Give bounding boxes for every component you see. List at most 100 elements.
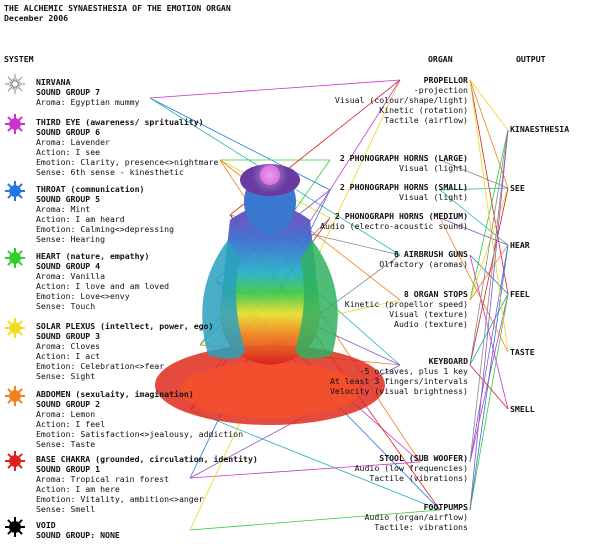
organ-output-link (439, 187, 509, 191)
system-detail: Sense: Smell (36, 504, 96, 514)
meditating-figure-image (155, 150, 385, 425)
system-detail: Sense: Sight (36, 371, 96, 381)
organ-entry: 2 PHONOGRAPH HORNS (MEDIUM)Audio (electr… (320, 211, 468, 231)
organ-output-link (469, 364, 509, 410)
output-label: KINAESTHESIA (510, 124, 570, 134)
system-entry: BASE CHAKRA (grounded, circulation, iden… (36, 454, 258, 514)
organ-output-link (469, 244, 509, 511)
system-detail: Sense: Touch (36, 301, 96, 311)
output-label: HEAR (510, 240, 530, 250)
sound-group: SOUND GROUP 6 (36, 127, 101, 137)
sound-group: SOUND GROUP 3 (36, 331, 101, 341)
organ-output-link (469, 244, 509, 463)
organ-detail: Tactile: vibrations (374, 522, 468, 532)
system-detail: Emotion: Clarity, presence<>nightmare (36, 157, 219, 167)
system-detail: Emotion: Love<>envy (36, 291, 130, 301)
system-organ-link (149, 79, 401, 99)
system-detail: Action: I am here (36, 484, 120, 494)
system-entry: ABDOMEN (sexulaity, imagination)SOUND GR… (36, 389, 243, 449)
organ-detail: Visual (colour/shape/light) (334, 95, 468, 105)
organ-detail: At least 3 fingers/intervals (329, 376, 468, 386)
chakra-star-icon (5, 181, 25, 201)
organ-name: STOOL (SUB WOOFER) (379, 453, 468, 463)
system-detail: Aroma: Lavender (36, 137, 110, 147)
organ-detail: -projection (413, 85, 468, 95)
system-detail: Aroma: Mint (36, 204, 91, 214)
system-entry: THIRD EYE (awareness/ sprituality)SOUND … (36, 117, 218, 177)
organ-output-link (469, 187, 509, 366)
organ-name: 2 PHONOGRAPH HORNS (LARGE) (339, 153, 468, 163)
page-title: THE ALCHEMIC SYNAESTHESIA OF THE EMOTION… (4, 3, 231, 23)
organ-name: 2 PHONOGRAPH HORNS (SMALL) (339, 182, 468, 192)
system-detail: Sense: Hearing (36, 234, 106, 244)
organ-name: PROPELLOR (423, 75, 468, 85)
system-detail: Action: I love and am loved (36, 281, 170, 291)
system-detail: Aroma: Vanilla (36, 271, 106, 281)
organ-output-link (439, 159, 509, 189)
organ-name: 8 AIRBRUSH GUNS (394, 249, 468, 259)
organ-output-link (469, 293, 509, 511)
organ-detail: -5 octaves, plus 1 key (359, 366, 468, 376)
system-name: SOLAR PLEXUS (intellect, power, ego) (36, 321, 214, 331)
system-name: VOID (36, 520, 56, 530)
sound-group: SOUND GROUP 1 (36, 464, 101, 474)
organ-detail: Audio (texture) (394, 319, 468, 329)
system-detail: Action: I feel (36, 419, 106, 429)
system-detail: Action: I act (36, 351, 101, 361)
system-detail: Sense: Taste (36, 439, 96, 449)
sound-group: SOUND GROUP 2 (36, 399, 101, 409)
chakra-star-icon (5, 114, 25, 134)
output-label: TASTE (510, 347, 535, 357)
chakra-star-icon (5, 318, 25, 338)
organ-output-link (469, 79, 509, 295)
output-label: SMELL (510, 404, 535, 414)
organ-output-link (469, 79, 509, 131)
chakra-star-icon (5, 386, 25, 406)
organ-output-link (469, 129, 509, 366)
system-detail: Emotion: Satisfaction<>jealousy, addicti… (36, 429, 244, 439)
organ-name: FOOTPUMPS (423, 502, 468, 512)
page-title-line: THE ALCHEMIC SYNAESTHESIA OF THE EMOTION… (4, 3, 231, 13)
organ-name: 8 ORGAN STOPS (403, 289, 468, 299)
organ-header: ORGAN (428, 54, 453, 64)
organ-entry: 2 PHONOGRAPH HORNS (LARGE)Visual (light) (340, 153, 468, 173)
organ-detail: Tactile (airflow) (384, 115, 468, 125)
system-detail: Aroma: Cloves (36, 341, 101, 351)
sound-group: SOUND GROUP 5 (36, 194, 101, 204)
organ-detail: Visual (light) (398, 163, 468, 173)
system-detail: Sense: 6th sense - kinesthetic (36, 167, 184, 177)
organ-detail: Velocity (visual brightness) (329, 386, 468, 396)
system-entry: SOLAR PLEXUS (intellect, power, ego)SOUN… (36, 321, 213, 381)
system-detail: Emotion: Vitality, ambition<>anger (36, 494, 204, 504)
organ-output-link (469, 79, 509, 189)
system-name: BASE CHAKRA (grounded, circulation, iden… (36, 454, 258, 464)
chakra-star-icon (5, 451, 25, 471)
system-detail: Aroma: Tropical rain forest (36, 474, 170, 484)
output-label: SEE (510, 183, 525, 193)
system-organ-link (189, 461, 421, 479)
organ-output-link (469, 244, 509, 301)
sound-group: SOUND GROUP 7 (36, 87, 101, 97)
system-detail: Emotion: Celebration<>fear (36, 361, 165, 371)
page-date: December 2006 (4, 13, 69, 23)
organ-output-link (469, 129, 509, 511)
organ-detail: Visual (light) (398, 192, 468, 202)
organ-name: KEYBOARD (428, 356, 468, 366)
chakra-star-icon (5, 517, 25, 537)
organ-detail: Tactile (vibrations) (369, 473, 468, 483)
system-name: NIRVANA (36, 77, 71, 87)
organ-detail: Kinetic (propellor speed) (344, 299, 468, 309)
organ-output-link (439, 217, 509, 353)
system-organ-link (149, 97, 331, 191)
organ-name: 2 PHONOGRAPH HORNS (MEDIUM) (334, 211, 468, 221)
organ-entry: 2 PHONOGRAPH HORNS (SMALL)Visual (light) (340, 182, 468, 202)
